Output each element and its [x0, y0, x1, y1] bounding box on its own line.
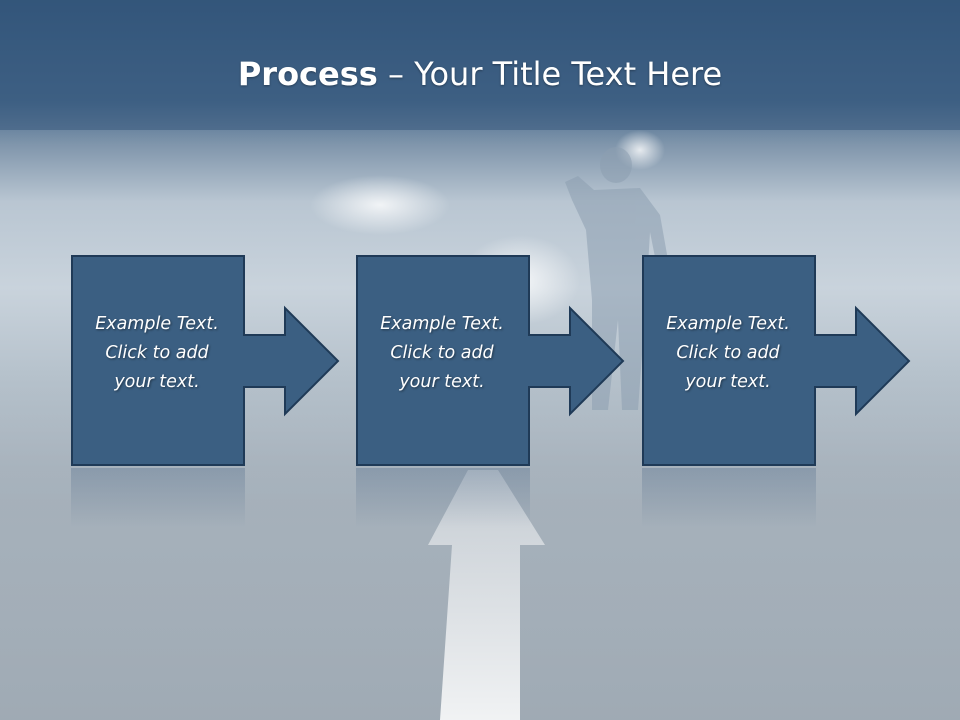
slide-title[interactable]: Process – Your Title Text Here — [0, 50, 960, 98]
step-3-reflection — [642, 468, 816, 528]
step-2-text[interactable]: Example Text. Click to add your text. — [356, 310, 528, 397]
step-3-text[interactable]: Example Text. Click to add your text. — [642, 310, 814, 397]
title-bold-text: Process — [237, 55, 378, 93]
step-2-line-3: your text. — [399, 372, 485, 392]
step-1-line-1: Example Text. — [95, 314, 219, 334]
process-step-2[interactable]: Example Text. Click to add your text. — [356, 255, 626, 467]
process-step-1[interactable]: Example Text. Click to add your text. — [71, 255, 341, 467]
step-2-line-2: Click to add — [390, 343, 494, 363]
arrow-right-icon — [71, 255, 340, 466]
arrow-right-icon — [642, 255, 911, 466]
step-3-line-3: your text. — [685, 372, 771, 392]
step-3-line-1: Example Text. — [666, 314, 790, 334]
step-2-line-1: Example Text. — [380, 314, 504, 334]
step-1-reflection — [71, 468, 245, 528]
process-step-3[interactable]: Example Text. Click to add your text. — [642, 255, 912, 467]
step-2-reflection — [356, 468, 530, 528]
step-1-text[interactable]: Example Text. Click to add your text. — [71, 310, 243, 397]
step-3-line-2: Click to add — [676, 343, 780, 363]
title-rest-text: – Your Title Text Here — [377, 55, 723, 93]
arrow-right-icon — [356, 255, 625, 466]
step-1-line-2: Click to add — [105, 343, 209, 363]
step-1-line-3: your text. — [114, 372, 200, 392]
